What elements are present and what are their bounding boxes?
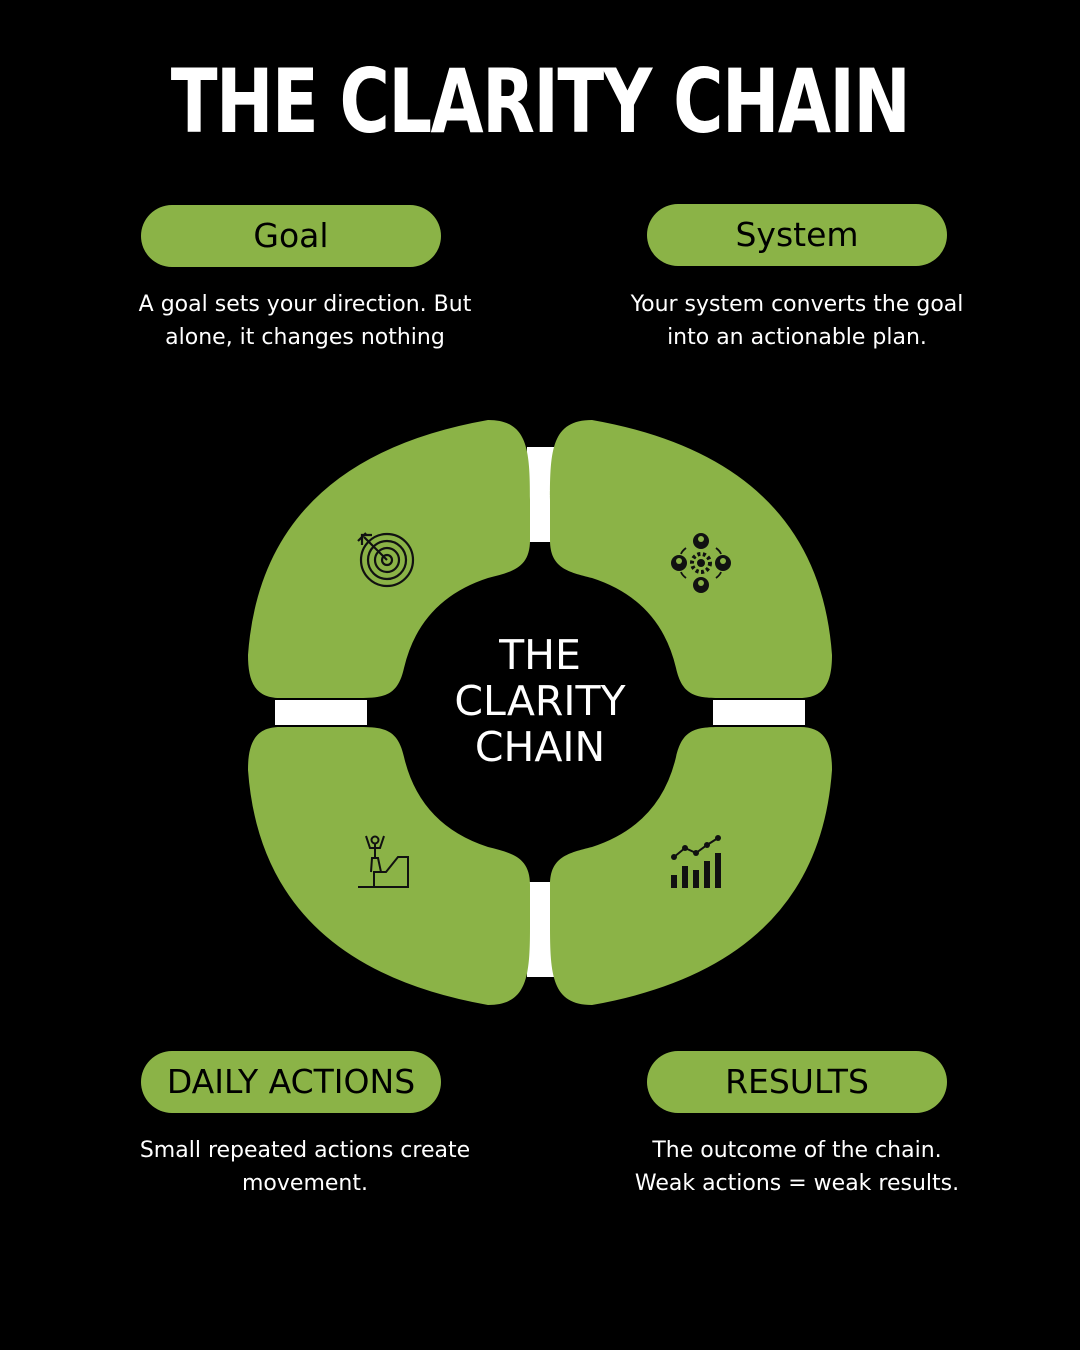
stage-description-system: Your system converts the goal into an ac… xyxy=(630,292,964,350)
connector-right xyxy=(713,700,805,725)
ring-segment-daily-actions xyxy=(248,727,530,1005)
connector-bottom xyxy=(527,882,554,977)
center-label-line-1: THE xyxy=(499,631,581,679)
ring-segment-results xyxy=(550,727,832,1005)
team-gear-icon xyxy=(671,533,731,593)
stage-description-results: The outcome of the chain. Weak actions =… xyxy=(634,1138,960,1196)
stage-description-daily-actions: Small repeated actions create movement. xyxy=(139,1138,471,1196)
center-label-line-2: CLARITY xyxy=(454,677,626,725)
center-label: THE CLARITY CHAIN xyxy=(390,632,690,770)
stage-label-system: System xyxy=(647,204,947,266)
stage-description-goal: A goal sets your direction. But alone, i… xyxy=(138,292,472,350)
ring-segment-system xyxy=(550,420,832,698)
target-icon xyxy=(357,532,415,588)
page-title: THE CLARITY CHAIN xyxy=(170,50,911,153)
center-label-line-3: CHAIN xyxy=(474,723,606,771)
ring-segment-goal xyxy=(248,420,530,698)
stage-label-goal: Goal xyxy=(141,205,441,267)
person-climbing-icon xyxy=(358,835,409,888)
stage-label-results: RESULTS xyxy=(647,1051,947,1113)
growth-chart-icon xyxy=(671,835,721,888)
connector-top xyxy=(527,447,554,542)
connector-left xyxy=(275,700,367,725)
stage-label-daily-actions: DAILY ACTIONS xyxy=(141,1051,441,1113)
